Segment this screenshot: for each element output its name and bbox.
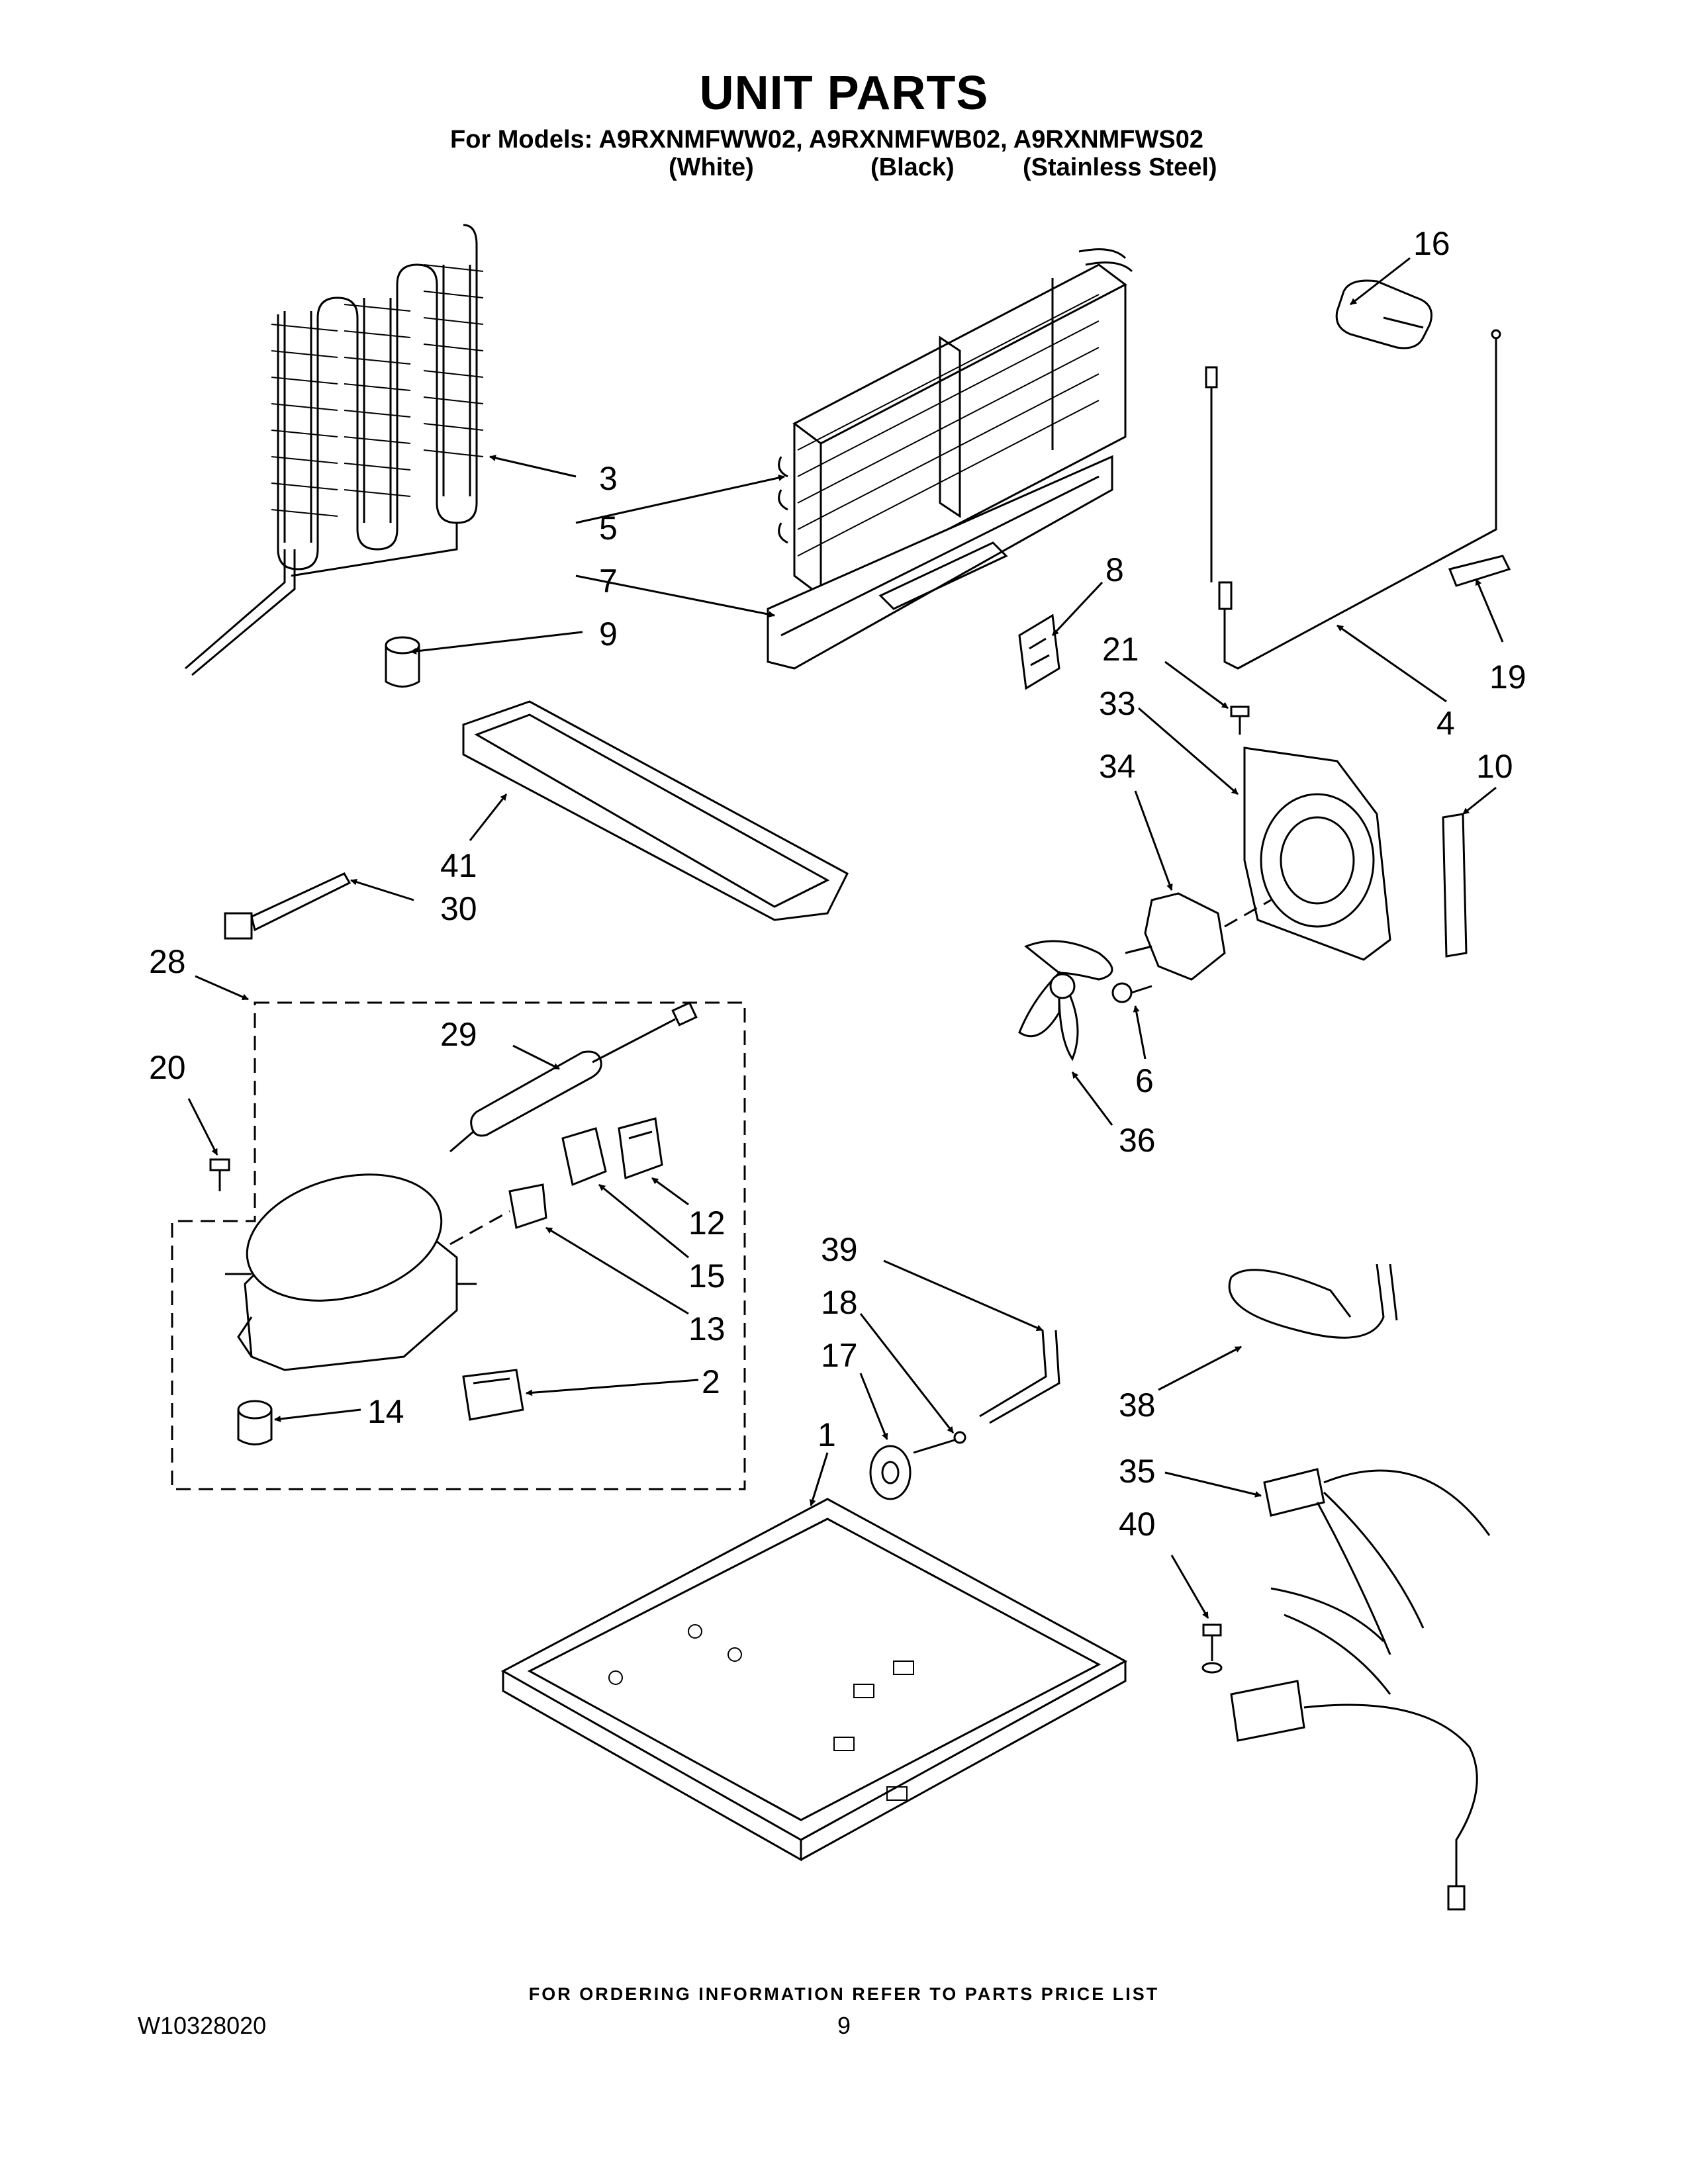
gasket-strip (1442, 813, 1468, 958)
start-relay (561, 1127, 607, 1187)
base-frame (500, 1498, 1128, 1862)
drain-tube (979, 1330, 1060, 1424)
fan-motor (1125, 892, 1272, 981)
screw-20 (209, 1158, 230, 1191)
callout-5: 5 (599, 510, 618, 547)
callout-34: 34 (1099, 748, 1136, 785)
callout-7: 7 (599, 563, 618, 600)
drain-trough (767, 455, 1113, 670)
sensor-cable (1205, 329, 1501, 670)
callout-1: 1 (818, 1416, 836, 1453)
variant-white: (White) (669, 154, 754, 181)
roller-axle (913, 1431, 966, 1454)
callout-2: 2 (702, 1363, 720, 1400)
leader-lines (187, 257, 1504, 1619)
callout-38: 38 (1119, 1387, 1156, 1424)
callout-20: 20 (149, 1049, 186, 1086)
callout-10: 10 (1476, 748, 1513, 785)
callout-16: 16 (1413, 225, 1450, 262)
thermostat-cover (1335, 279, 1432, 349)
screw-6 (1111, 982, 1152, 1003)
drain-pan (462, 700, 849, 921)
screw-21 (1230, 705, 1250, 735)
variant-stainless: (Stainless Steel) (1023, 154, 1217, 181)
page-title: UNIT PARTS (699, 67, 989, 120)
condenser-coil (185, 224, 484, 676)
callout-4: 4 (1436, 705, 1455, 742)
callout-12: 12 (688, 1205, 726, 1242)
screw-40 (1201, 1623, 1223, 1674)
callout-41: 41 (440, 847, 477, 884)
callout-39: 39 (821, 1231, 858, 1268)
cable-clip (1448, 555, 1511, 587)
small-cylinder (385, 636, 420, 688)
grommet (237, 1400, 273, 1445)
callout-40: 40 (1119, 1506, 1156, 1543)
ordering-note: FOR ORDERING INFORMATION REFER TO PARTS … (528, 1984, 1160, 2004)
callout-36: 36 (1119, 1122, 1156, 1159)
callout-28: 28 (149, 943, 186, 980)
callout-18: 18 (821, 1284, 858, 1321)
callout-30: 30 (440, 890, 477, 927)
callout-29: 29 (440, 1016, 477, 1053)
callout-3: 3 (599, 460, 618, 497)
callout-19: 19 (1489, 659, 1526, 696)
fan-shroud (1243, 747, 1391, 961)
compressor-kit-outline (171, 1001, 746, 1490)
callout-21: 21 (1102, 631, 1139, 668)
cable-tie (224, 872, 352, 940)
relay-cover (618, 1117, 663, 1180)
models-line: For Models: A9RXNMFWW02, A9RXNMFWB02, A9… (450, 126, 1203, 154)
capacitor (462, 1369, 524, 1421)
callout-33: 33 (1099, 685, 1136, 722)
callout-6: 6 (1135, 1062, 1154, 1099)
variant-black: (Black) (870, 154, 955, 181)
callout-13: 13 (688, 1310, 726, 1347)
callout-8: 8 (1105, 551, 1124, 588)
callout-35: 35 (1119, 1453, 1156, 1490)
water-hose (1228, 1263, 1398, 1339)
roller-wheel (869, 1445, 912, 1500)
callout-15: 15 (688, 1257, 726, 1295)
filter-drier (449, 1001, 698, 1153)
fan-blade (1018, 940, 1113, 1062)
wire-harness (1230, 1468, 1491, 1911)
clip-bracket (1018, 614, 1060, 690)
page-number: 9 (837, 2012, 851, 2039)
callout-17: 17 (821, 1337, 858, 1374)
document-number: W10328020 (138, 2012, 267, 2039)
callout-14: 14 (367, 1393, 404, 1430)
compressor (225, 1173, 477, 1371)
callout-9: 9 (599, 615, 618, 653)
overload-protector (449, 1183, 547, 1246)
